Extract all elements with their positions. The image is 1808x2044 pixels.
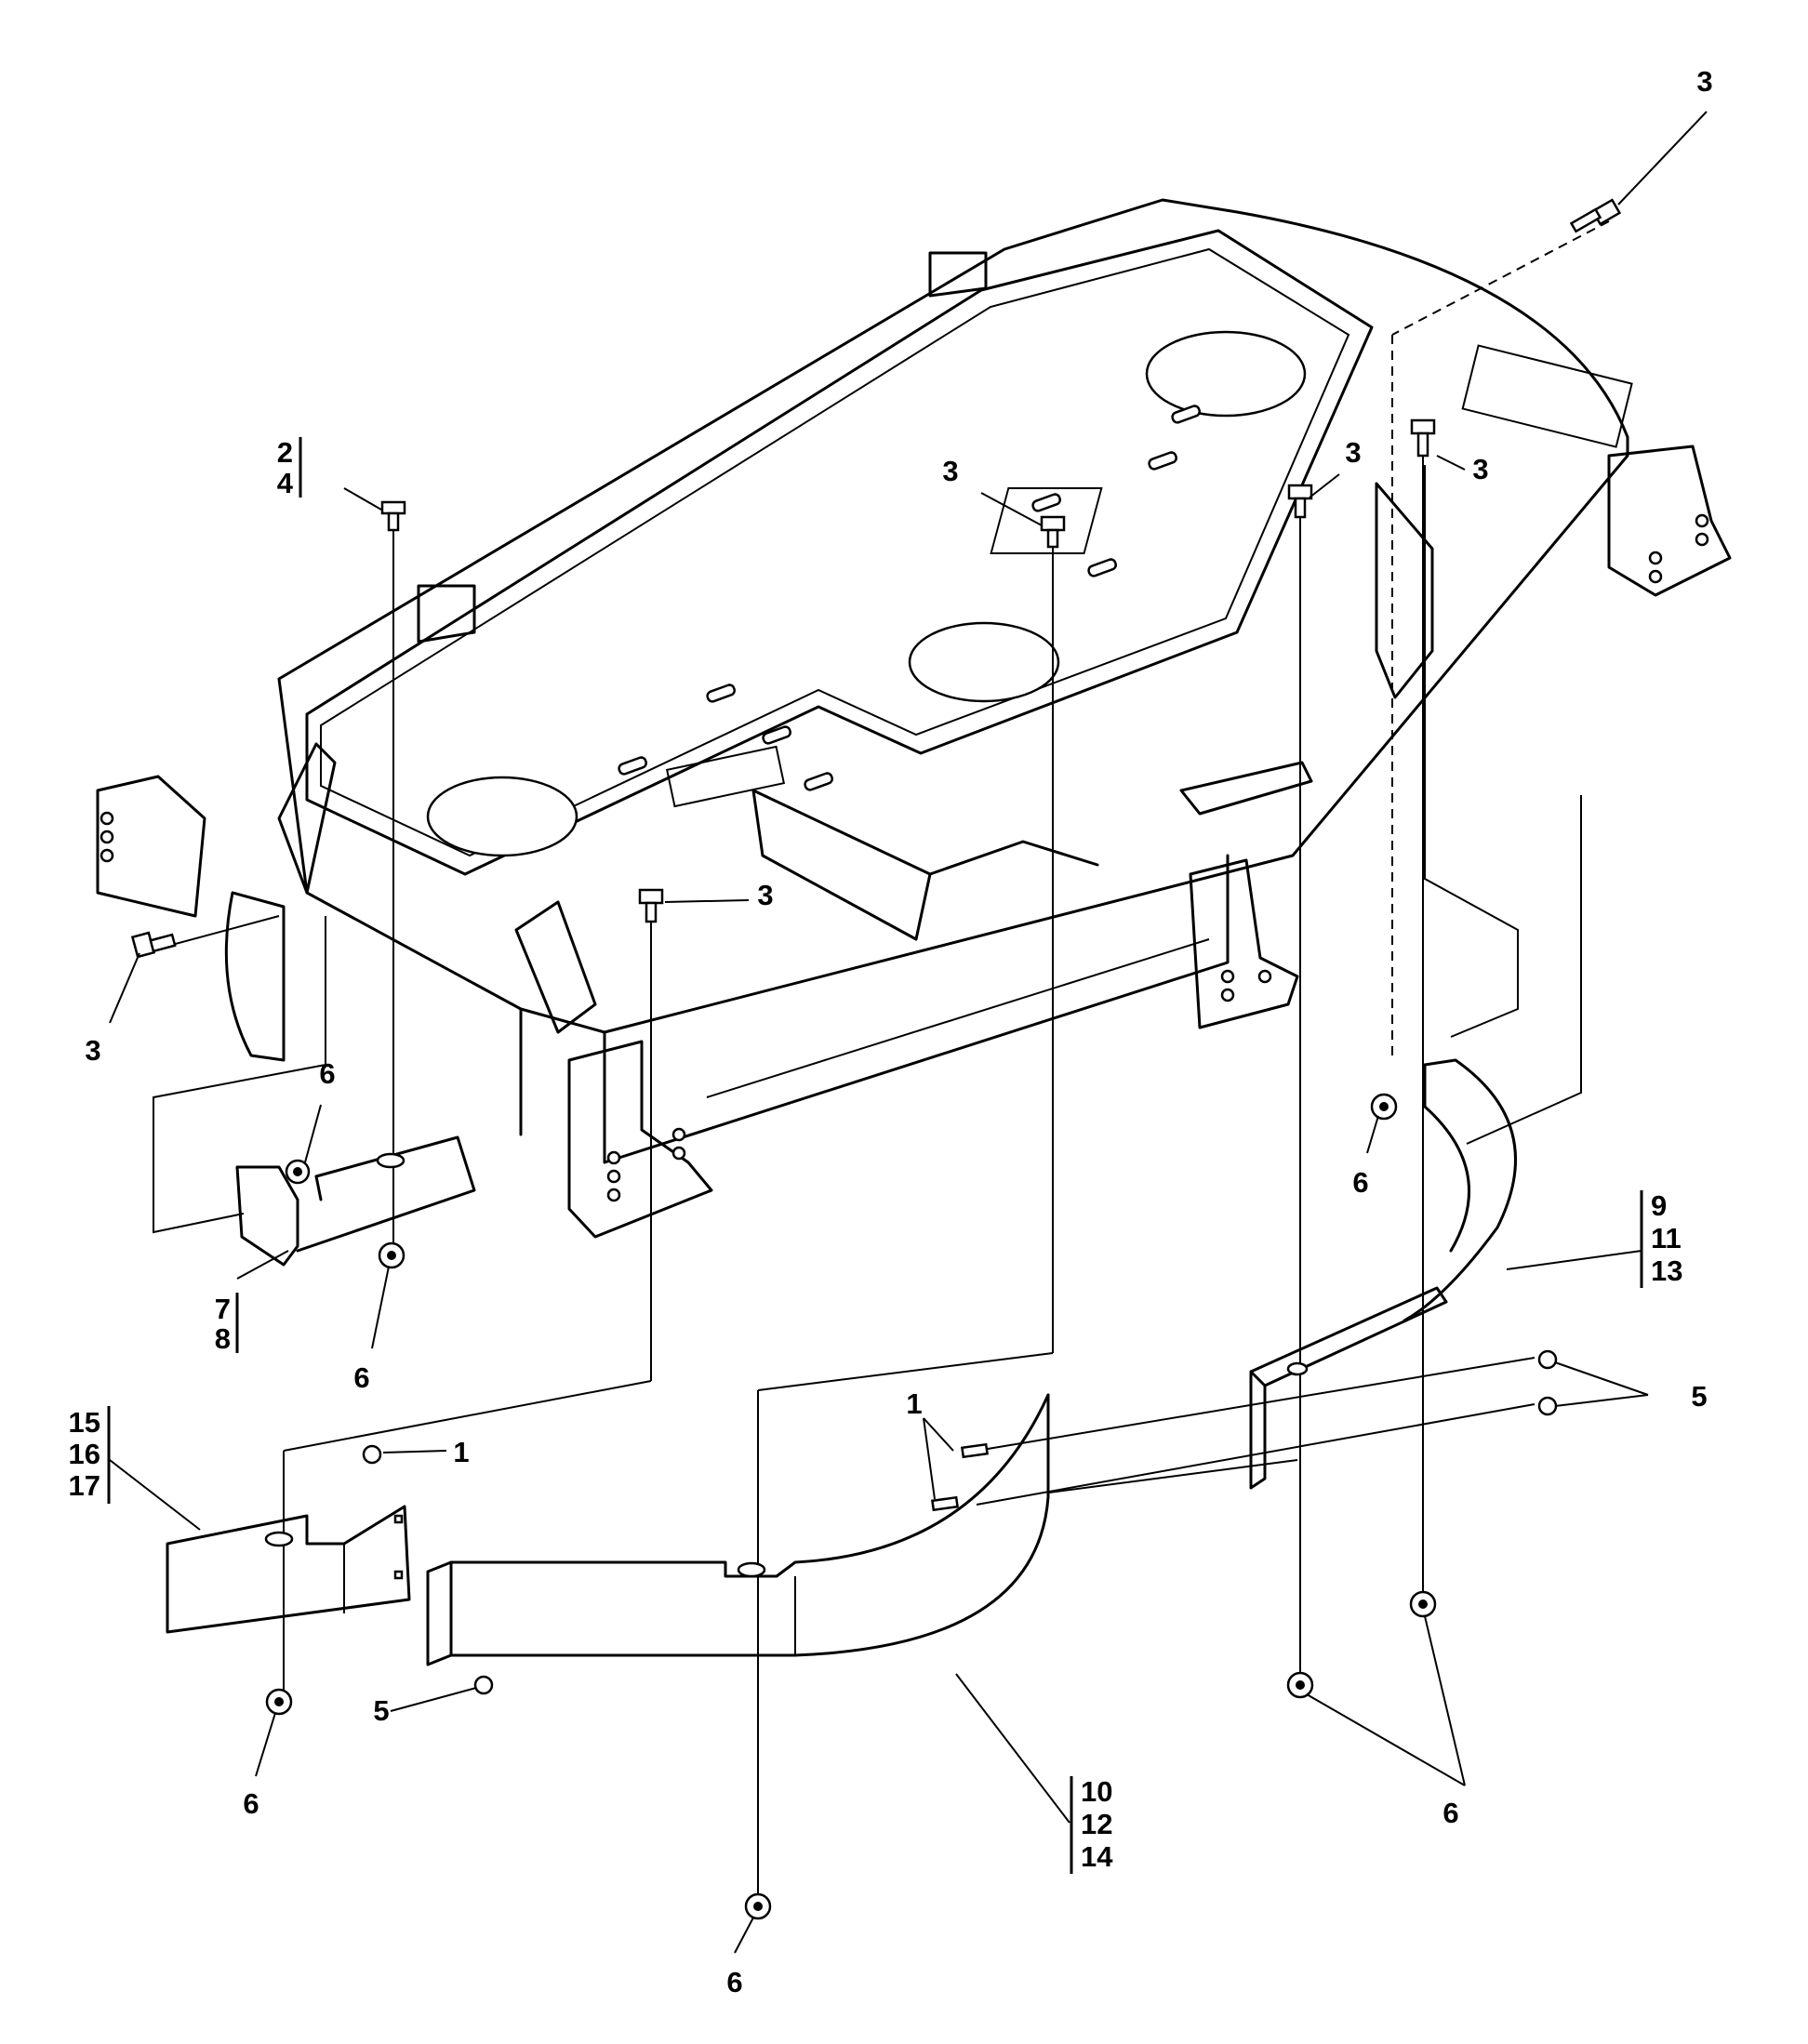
callout-label: 3: [1696, 65, 1712, 98]
callout-group-label: 16: [69, 1438, 100, 1470]
bolt-icon: [1040, 515, 1066, 549]
nut-icon: [265, 1093, 1437, 1920]
callout-label: 1: [453, 1436, 469, 1468]
callout-label: 6: [353, 1361, 369, 1394]
callout-label: 6: [1442, 1797, 1458, 1829]
callout-group-label: 8: [215, 1322, 231, 1355]
callout-labels: 3 3 3 3 3 3 6 6 6 6 6 6 5 5 1 1 2 4 7 8 …: [69, 65, 1713, 1998]
bolt-icon: [1287, 484, 1313, 519]
callout-group-bars: [107, 437, 1643, 1874]
small-nut-icon: [473, 1349, 1558, 1695]
callout-label: 3: [85, 1034, 100, 1067]
callout-group-label: 7: [215, 1293, 231, 1325]
callout-group-label: 13: [1651, 1254, 1682, 1287]
callout-label: 6: [243, 1787, 259, 1820]
left-baffle-bracket: [235, 1135, 476, 1267]
bolt-icon: [1569, 198, 1622, 233]
callout-label: 3: [1345, 436, 1361, 469]
callout-label: 6: [1352, 1166, 1368, 1199]
callout-group-label: 12: [1081, 1808, 1112, 1840]
side-discharge-chute: [224, 891, 286, 1062]
bolt-icon: [1410, 418, 1436, 458]
callout-label: 1: [906, 1387, 922, 1420]
bolt-icon: [638, 888, 664, 923]
callout-label: 6: [319, 1057, 335, 1090]
deck-brackets: [96, 251, 1732, 1239]
hardware: [130, 198, 1622, 1920]
callout-label: 5: [1691, 1380, 1707, 1413]
callout-group-label: 17: [69, 1469, 100, 1502]
bolt-icon: [130, 931, 177, 959]
right-arc-baffle: [1249, 1058, 1517, 1490]
callout-group-label: 9: [1651, 1189, 1667, 1222]
deck-slots: [618, 405, 1201, 791]
front-curved-baffle: [426, 1393, 1050, 1666]
callout-group-label: 11: [1651, 1222, 1682, 1254]
callout-label: 3: [942, 455, 958, 487]
carriage-bolt-icon: [362, 1442, 989, 1512]
callout-group-label: 10: [1081, 1775, 1112, 1808]
assembly-lines: [153, 220, 1610, 1902]
callout-group-label: 4: [277, 467, 294, 499]
callout-group-label: 14: [1081, 1840, 1113, 1873]
callout-group-label: 2: [277, 436, 293, 469]
callout-group-label: 15: [69, 1406, 100, 1439]
callout-label: 3: [1472, 453, 1488, 485]
callout-label: 3: [757, 879, 773, 911]
left-front-plate: [166, 1505, 411, 1634]
mower-deck: [96, 198, 1732, 1239]
bolt-icon: [380, 500, 406, 532]
callout-label: 6: [726, 1966, 742, 1998]
callout-label: 5: [373, 1694, 389, 1727]
leader-lines: [109, 111, 1708, 1954]
